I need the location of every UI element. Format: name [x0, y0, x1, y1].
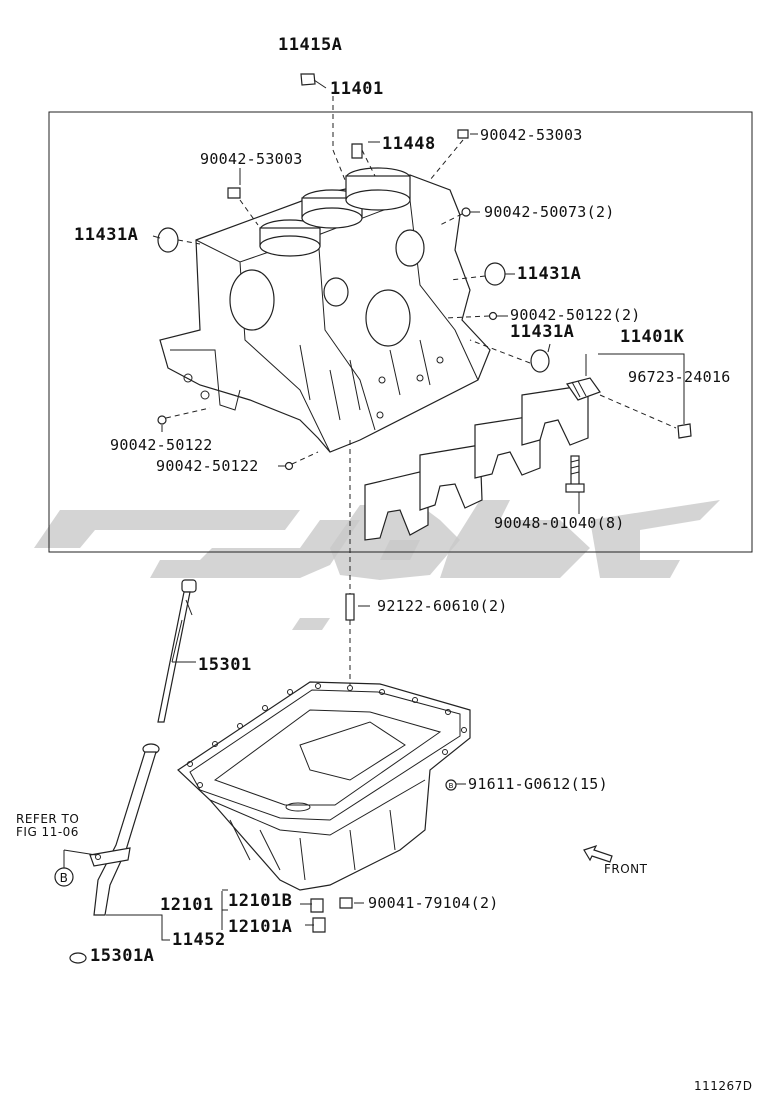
label-90042-50122-b: 90042-50122	[156, 457, 259, 475]
label-92122-60610: 92122-60610(2)	[377, 597, 508, 615]
label-11431A-right-1: 11431A	[517, 264, 581, 284]
front-direction-arrow-icon	[583, 844, 613, 863]
refer-fig-text: FIG 11-06	[16, 825, 79, 839]
drain-plug-gasket	[310, 898, 324, 913]
label-90042-53003-b: 90042-53003	[200, 150, 303, 168]
circle-callout-icon: B	[54, 867, 74, 887]
cylinder-block	[159, 167, 491, 453]
leader-lines	[63, 79, 685, 941]
label-11401: 11401	[330, 79, 384, 99]
pan-nut	[339, 897, 353, 909]
label-11431A-right-2: 11431A	[510, 322, 574, 342]
drain-plug	[312, 917, 326, 933]
label-11415A: 11415A	[278, 35, 342, 55]
label-90048-01040: 90048-01040(8)	[494, 514, 625, 532]
label-11448: 11448	[382, 134, 436, 154]
label-11452: 11452	[172, 930, 226, 950]
label-12101A: 12101A	[228, 917, 292, 937]
oil-dipstick	[157, 579, 197, 723]
knock-sensor	[566, 377, 601, 401]
bearing-caps	[364, 384, 589, 541]
watermark-logo	[34, 500, 720, 630]
o-ring-15301A	[69, 952, 87, 964]
label-90042-50122-2: 90042-50122(2)	[510, 306, 641, 324]
label-12101B: 12101B	[228, 891, 292, 911]
stud-bolt	[345, 593, 355, 621]
label-15301: 15301	[198, 655, 252, 675]
dipstick-guide	[89, 743, 160, 916]
label-11401K: 11401K	[620, 327, 685, 347]
circle-callout-icon-2: B	[445, 779, 457, 791]
front-label: FRONT	[604, 862, 648, 876]
cylinder-block-frame	[48, 111, 753, 553]
label-11431A-left: 11431A	[74, 225, 138, 245]
oil-pan	[177, 681, 471, 891]
expansion-plugs	[157, 227, 550, 373]
label-90042-53003-a: 90042-53003	[480, 126, 583, 144]
diagram-id: 111267D	[694, 1079, 753, 1093]
small-fasteners	[157, 73, 692, 471]
label-15301A: 15301A	[90, 946, 154, 966]
label-91611-G0612: 91611-G0612(15)	[468, 775, 608, 793]
callout-b-letter: B	[60, 871, 69, 885]
label-90042-50122-a: 90042-50122	[110, 436, 213, 454]
main-bearing-bolt	[565, 455, 585, 493]
label-96723-24016: 96723-24016	[628, 368, 731, 386]
label-90042-50073: 90042-50073(2)	[484, 203, 615, 221]
callout-b2-letter: B	[449, 782, 454, 790]
label-12101: 12101	[160, 895, 214, 915]
label-90041-79104: 90041-79104(2)	[368, 894, 499, 912]
refer-to-text: REFER TO	[16, 812, 79, 826]
